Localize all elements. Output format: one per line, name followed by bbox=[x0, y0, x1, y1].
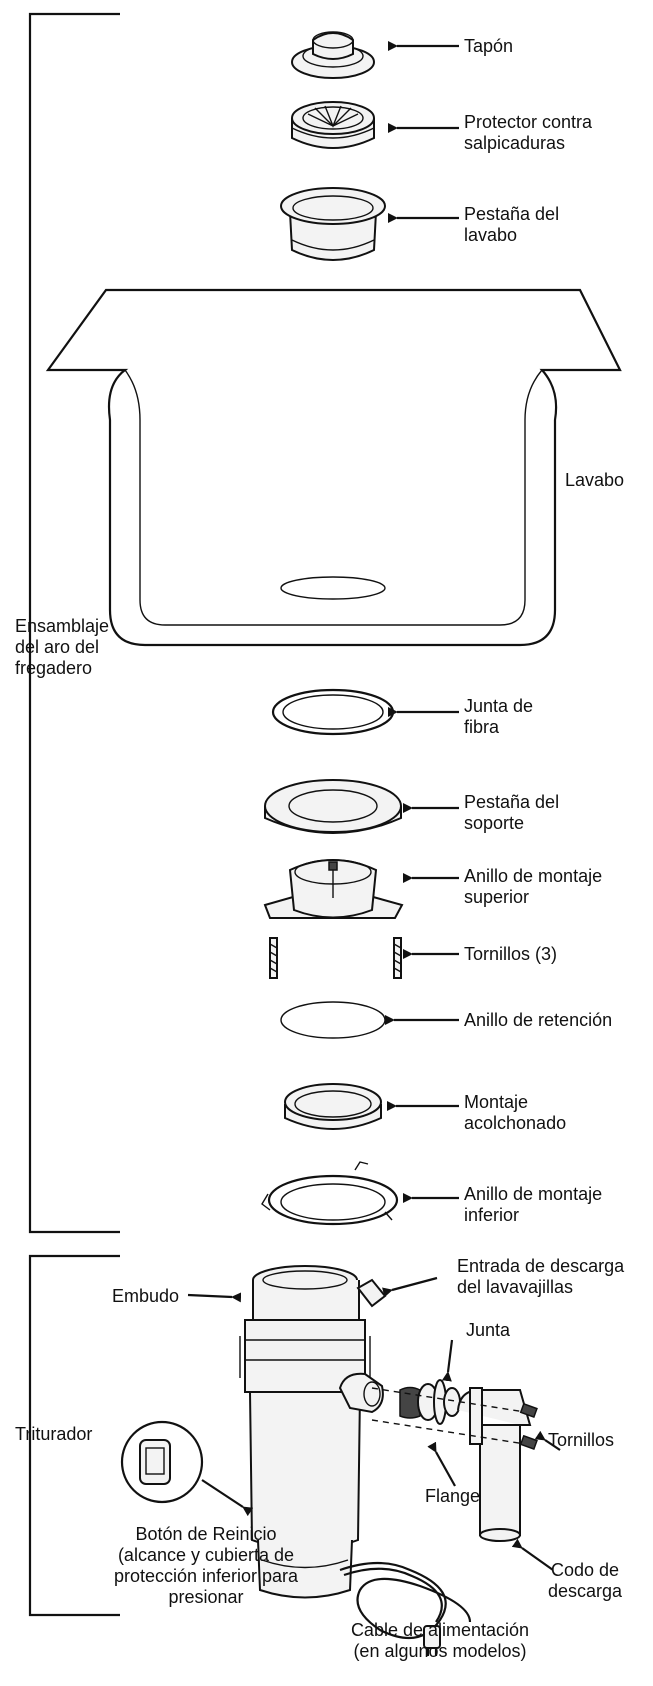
dishwasher-inlet-label: Entrada de descarga del lavavajillas bbox=[457, 1256, 625, 1297]
grinder-bracket bbox=[28, 1254, 120, 1617]
sink-assembly-label: Ensamblaje del aro del fregadero bbox=[15, 616, 110, 678]
gasket-label: Junta bbox=[466, 1320, 511, 1340]
elbow-screws-drawing bbox=[371, 1387, 538, 1451]
fiber-gasket-drawing bbox=[271, 688, 395, 736]
screws-three-label: Tornillos (3) bbox=[464, 944, 558, 964]
stopper-label: Tapón bbox=[464, 36, 514, 56]
screws-three-drawing bbox=[269, 937, 402, 979]
flange-label: Flange bbox=[425, 1486, 481, 1506]
stopper-drawing bbox=[291, 31, 375, 79]
elbow-label: Codo de descarga bbox=[548, 1560, 623, 1601]
fiber-gasket-label: Junta de fibra bbox=[464, 696, 534, 737]
sink-flange-label: Pestaña del lavabo bbox=[464, 204, 560, 245]
upper-mounting-ring-label: Anillo de montaje superior bbox=[464, 866, 603, 907]
grinder-drawing bbox=[239, 1265, 387, 1599]
power-cord-drawing bbox=[339, 1561, 472, 1656]
sink-basin-drawing bbox=[45, 288, 622, 647]
upper-mounting-ring-drawing bbox=[263, 859, 404, 919]
retaining-ring-drawing bbox=[280, 1001, 386, 1039]
screws-label: Tornillos bbox=[548, 1430, 615, 1450]
gasket-flange-drawing bbox=[399, 1379, 461, 1425]
cushion-mount-drawing bbox=[284, 1083, 382, 1130]
splash-guard-drawing bbox=[291, 101, 375, 149]
sink-flange-drawing bbox=[280, 187, 386, 261]
discharge-elbow-drawing bbox=[457, 1387, 532, 1542]
grinder-label: Triturador bbox=[15, 1424, 93, 1444]
sink-assembly-bracket bbox=[28, 12, 120, 1234]
sink-label: Lavabo bbox=[565, 470, 625, 490]
splash-guard-label: Protector contra salpicaduras bbox=[464, 112, 593, 153]
backup-flange-drawing bbox=[264, 779, 402, 834]
cushion-mount-label: Montaje acolchonado bbox=[464, 1092, 567, 1133]
lower-mounting-ring-label: Anillo de montaje inferior bbox=[464, 1184, 603, 1225]
retaining-ring-label: Anillo de retención bbox=[464, 1010, 613, 1030]
power-cord-label: Cable de alimentación (en algunos modelo… bbox=[350, 1620, 530, 1661]
funnel-label: Embudo bbox=[112, 1286, 180, 1306]
reset-button-label: Botón de Reinicio (alcance y cubierta de… bbox=[113, 1524, 299, 1607]
reset-button-inset-drawing bbox=[120, 1420, 204, 1504]
lower-mounting-ring-drawing bbox=[261, 1161, 399, 1226]
backup-flange-label: Pestaña del soporte bbox=[464, 792, 560, 833]
